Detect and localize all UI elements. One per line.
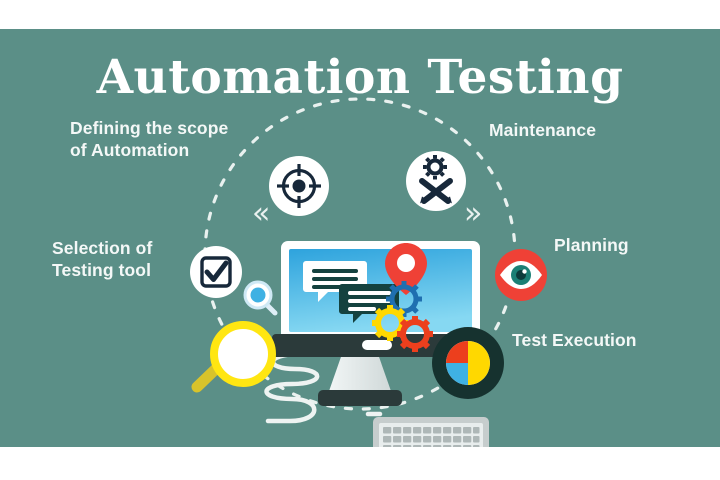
- gear-tools-icon: [406, 151, 466, 211]
- map-pin-icon: [385, 243, 427, 295]
- keyboard-icon: [373, 417, 489, 447]
- magnifier-blue-icon: [243, 280, 278, 316]
- screwdriver-icon: [420, 178, 453, 204]
- illustration-layer: [190, 97, 547, 447]
- label-test-execution: Test Execution: [512, 330, 637, 350]
- teal-panel: Automation Testing: [0, 29, 720, 447]
- label-maintenance: Maintenance: [489, 120, 597, 140]
- checkbox-check-icon: [190, 246, 242, 298]
- page-title: Automation Testing: [96, 50, 624, 105]
- label-planning: Planning: [554, 235, 629, 255]
- magnifier-yellow-icon: [191, 321, 276, 393]
- target-crosshair-icon: [269, 156, 329, 216]
- chevron-left-icon: «: [252, 196, 271, 231]
- label-selection-testing-tool: Selection of Testing tool: [52, 238, 153, 280]
- cable-path: [264, 351, 383, 424]
- pie-chart-icon: [432, 327, 504, 399]
- chevron-right-icon: »: [464, 196, 483, 231]
- gear-red-icon: [397, 316, 433, 352]
- label-defining-scope: Defining the scope of Automation: [70, 118, 229, 160]
- eye-icon: [495, 249, 547, 301]
